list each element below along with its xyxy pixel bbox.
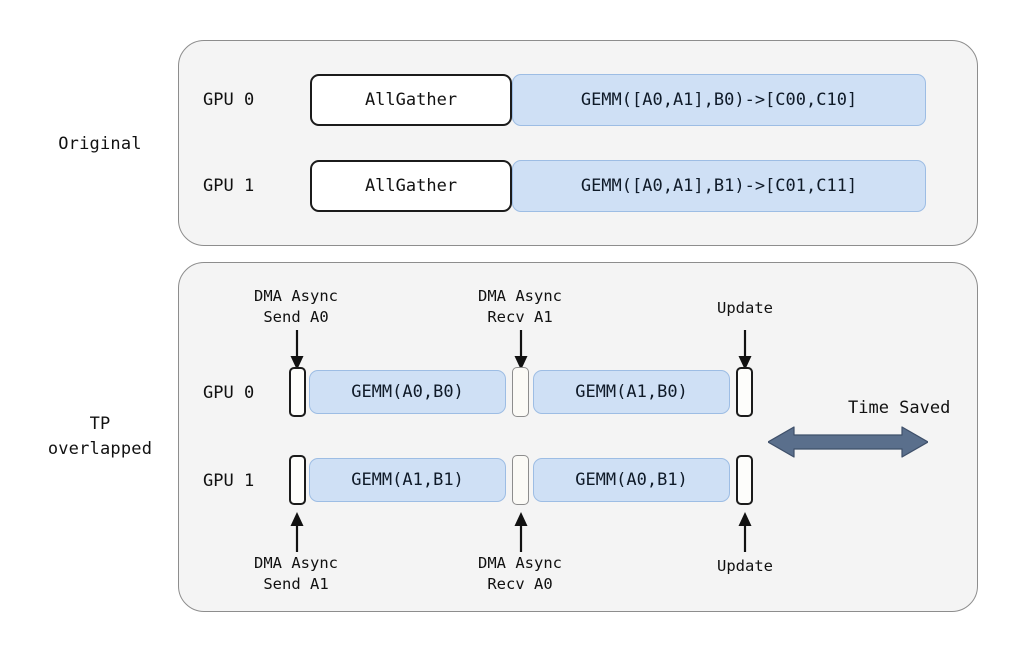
block-overlapped-gpu0-gemm-1: GEMM(A0,B0) <box>309 370 506 414</box>
block-overlapped-gpu1-update <box>736 455 753 505</box>
panel-original <box>178 40 978 246</box>
down-arrow-icon <box>514 330 528 370</box>
gpu-label-original-gpu0: GPU 0 <box>203 90 255 110</box>
block-original-gpu0-allgather: AllGather <box>310 74 512 126</box>
down-arrow-icon <box>738 330 752 370</box>
block-overlapped-gpu1-dma-send <box>289 455 306 505</box>
section-label-original: Original <box>58 134 142 154</box>
annotation-dma-async-recv-a0: DMA Async Recv A0 <box>478 554 562 593</box>
block-overlapped-gpu0-dma-recv <box>512 367 529 417</box>
block-overlapped-gpu1-gemm-2: GEMM(A0,B1) <box>533 458 730 502</box>
annotation-dma-async-recv-a1: DMA Async Recv A1 <box>478 287 562 326</box>
block-overlapped-gpu0-dma-send <box>289 367 306 417</box>
up-arrow-icon <box>514 512 528 552</box>
gpu-label-overlapped-gpu0: GPU 0 <box>203 383 255 403</box>
block-original-gpu1-gemm: GEMM([A0,A1],B1)->[C01,C11] <box>512 160 926 212</box>
block-overlapped-gpu0-gemm-2: GEMM(A1,B0) <box>533 370 730 414</box>
annotation-update-bottom: Update <box>717 557 773 575</box>
block-overlapped-gpu0-update <box>736 367 753 417</box>
annotation-update-top: Update <box>717 299 773 317</box>
down-arrow-icon <box>290 330 304 370</box>
annotation-dma-async-send-a1: DMA Async Send A1 <box>254 554 338 593</box>
block-original-gpu0-gemm: GEMM([A0,A1],B0)->[C00,C10] <box>512 74 926 126</box>
section-label-tp-overlapped: TP overlapped <box>47 414 153 459</box>
gpu-label-original-gpu1: GPU 1 <box>203 176 255 196</box>
time-saved-label: Time Saved <box>848 398 951 418</box>
block-original-gpu1-allgather: AllGather <box>310 160 512 212</box>
annotation-dma-async-send-a0: DMA Async Send A0 <box>254 287 338 326</box>
double-headed-horizontal-arrow-icon <box>768 426 928 458</box>
up-arrow-icon <box>290 512 304 552</box>
block-overlapped-gpu1-gemm-1: GEMM(A1,B1) <box>309 458 506 502</box>
gpu-label-overlapped-gpu1: GPU 1 <box>203 471 255 491</box>
block-overlapped-gpu1-dma-recv <box>512 455 529 505</box>
up-arrow-icon <box>738 512 752 552</box>
